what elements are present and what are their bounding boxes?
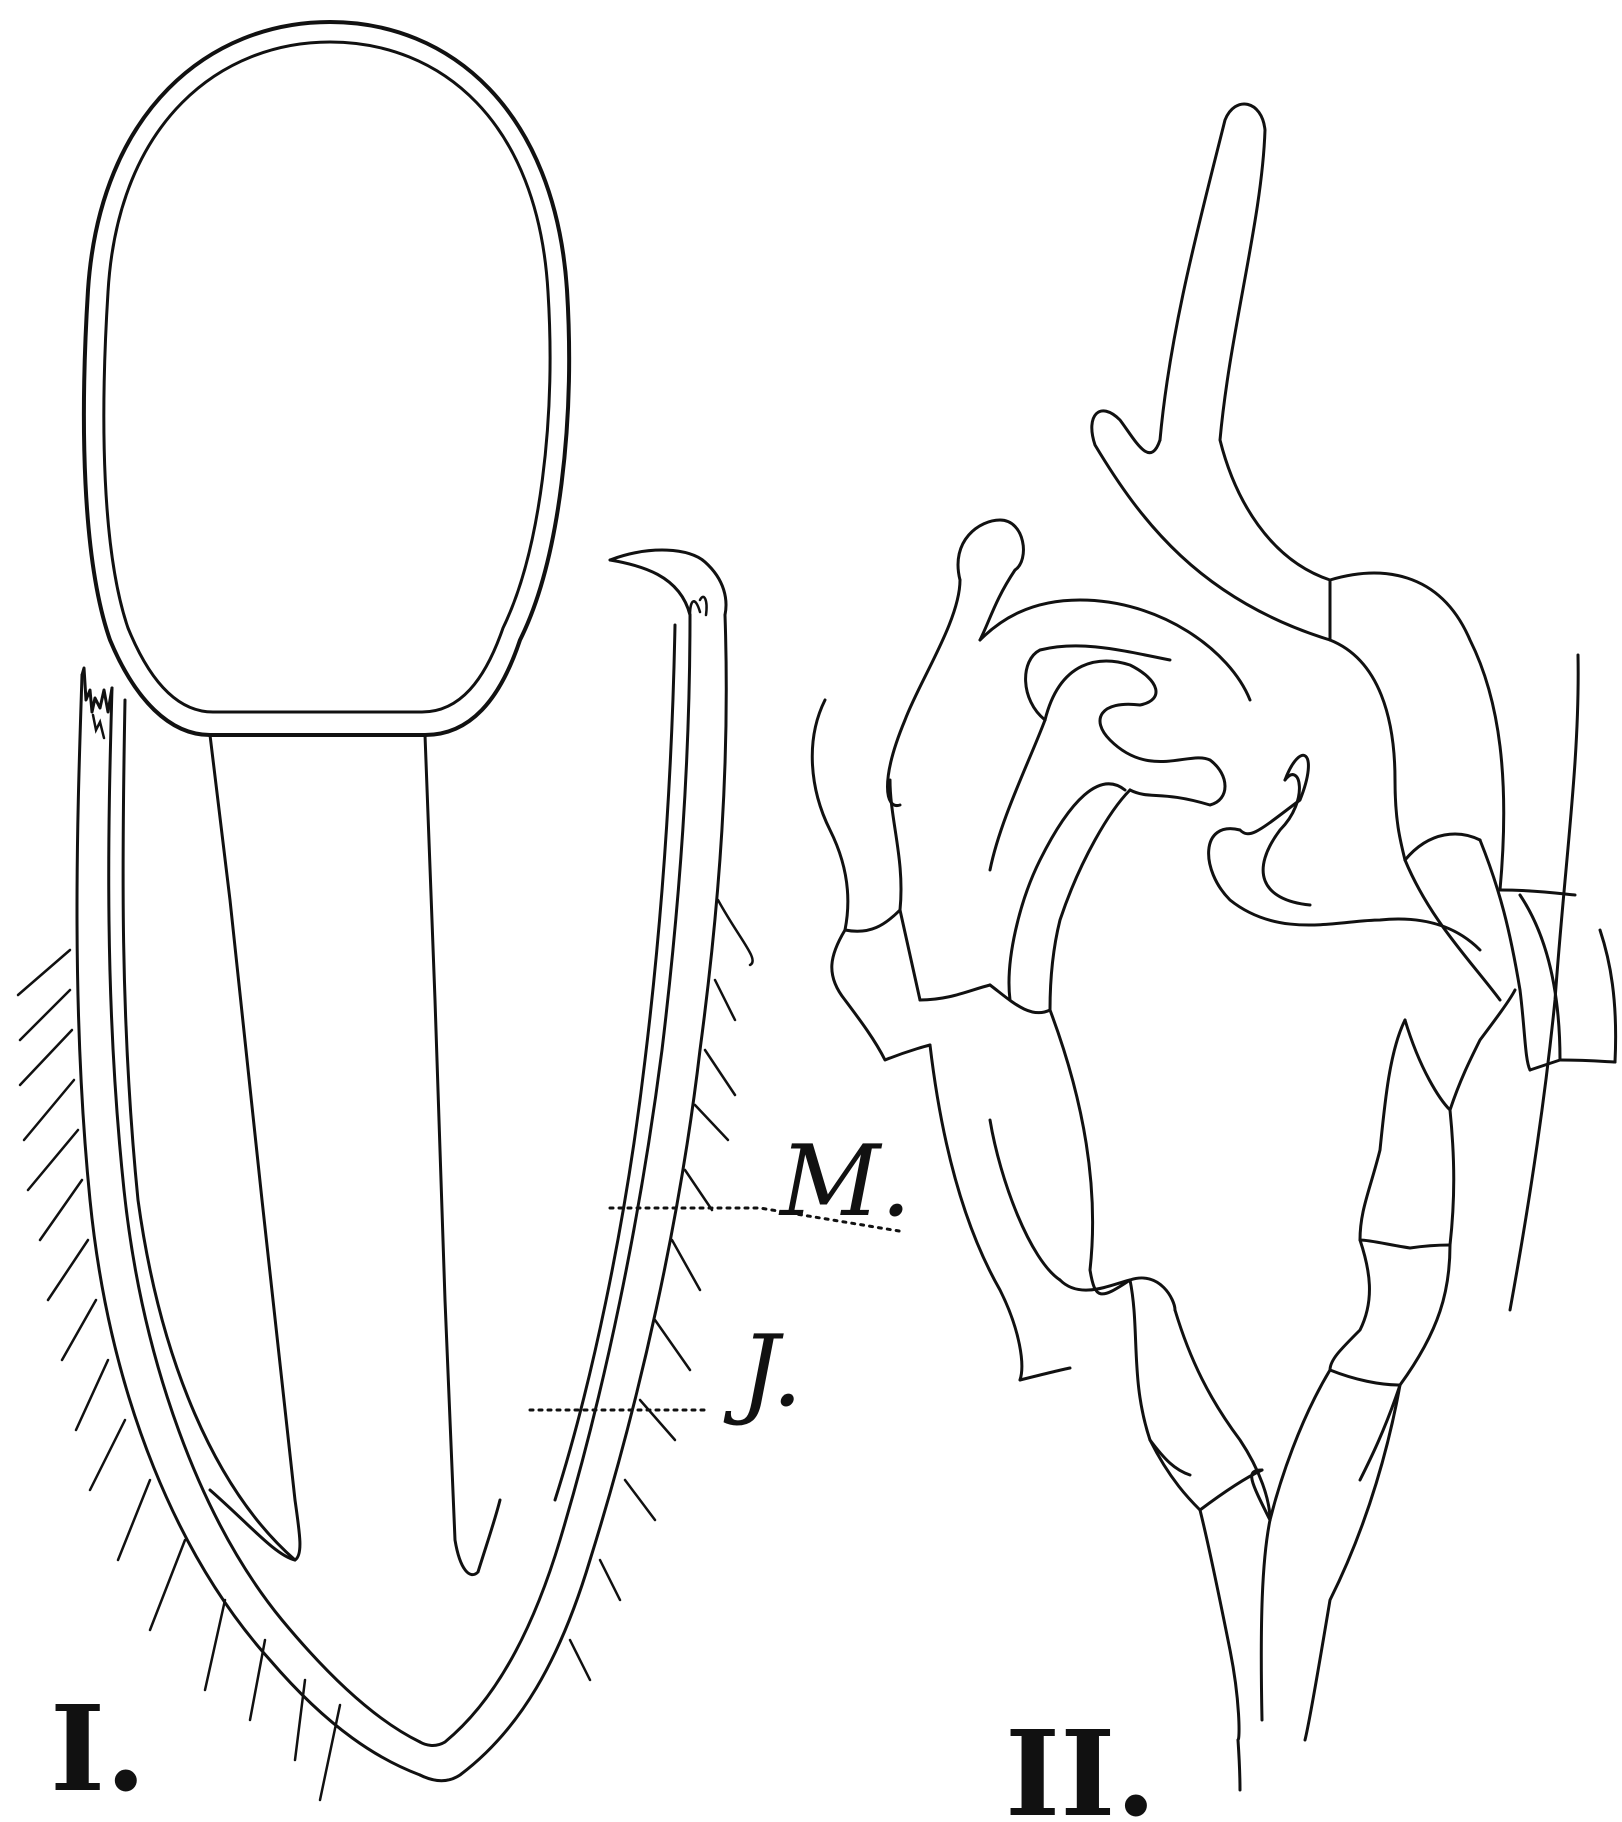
hypha-wavy bbox=[888, 520, 1481, 1010]
left-wall bbox=[77, 668, 420, 1775]
hypha-cells-center bbox=[1050, 1010, 1270, 1790]
stalk bbox=[210, 735, 500, 1575]
right-wall bbox=[420, 550, 726, 1781]
spore-head bbox=[84, 22, 569, 735]
hypha-chain-right bbox=[1270, 990, 1515, 1740]
hypha-tall bbox=[1092, 104, 1330, 640]
label-j: J. bbox=[723, 1315, 803, 1429]
hypha-left bbox=[812, 700, 1070, 1380]
figure-i-numeral: I. bbox=[50, 1679, 146, 1818]
figure-i: M. J. I. bbox=[18, 22, 912, 1818]
figure-ii-numeral: II. bbox=[1005, 1704, 1156, 1822]
label-m: M. bbox=[778, 1125, 912, 1239]
figure-ii: II. bbox=[812, 104, 1615, 1822]
